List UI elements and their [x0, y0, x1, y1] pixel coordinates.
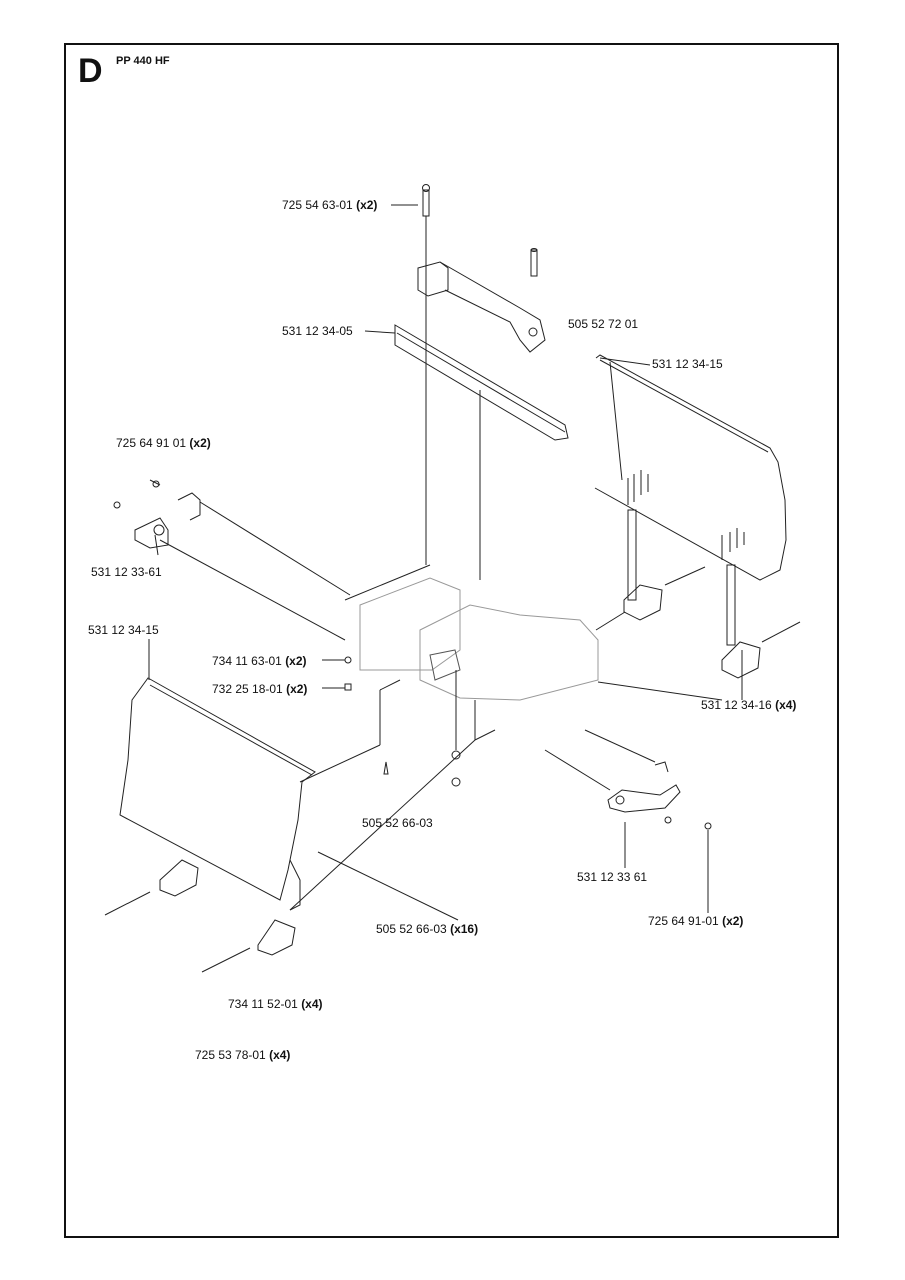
part-label-washer-low: 734 11 52-01 (x4)	[228, 997, 323, 1011]
part-label-handle-pin: 505 52 72 01	[568, 317, 639, 331]
part-label-screw-left: 725 64 91 01 (x2)	[116, 436, 211, 450]
part-label-bolt-low: 725 53 78-01 (x4)	[195, 1048, 291, 1062]
part-label-bolt-top: 725 54 63-01 (x2)	[282, 198, 378, 212]
part-label-nut-mid: 732 25 18-01 (x2)	[212, 682, 308, 696]
part-label-washer-mid: 734 11 63-01 (x2)	[212, 654, 307, 668]
part-label-screw-right: 725 64 91-01 (x2)	[648, 914, 744, 928]
section-letter: D	[78, 52, 103, 90]
part-label-handle-left: 531 12 33-61	[91, 565, 162, 579]
part-label-left-cover: 531 12 34-15	[88, 623, 159, 637]
diagram-frame	[64, 43, 839, 1238]
part-label-bracket-right: 531 12 34-16 (x4)	[701, 698, 797, 712]
part-label-pins-multi: 505 52 66-03 (x16)	[376, 922, 479, 936]
part-label-top-rail: 531 12 34-05	[282, 324, 353, 338]
part-label-handle-right: 531 12 33 61	[577, 870, 648, 884]
model-title: PP 440 HF	[116, 55, 170, 67]
part-label-pin-center: 505 52 66-03	[362, 816, 433, 830]
part-label-right-cover: 531 12 34-15	[652, 357, 723, 371]
